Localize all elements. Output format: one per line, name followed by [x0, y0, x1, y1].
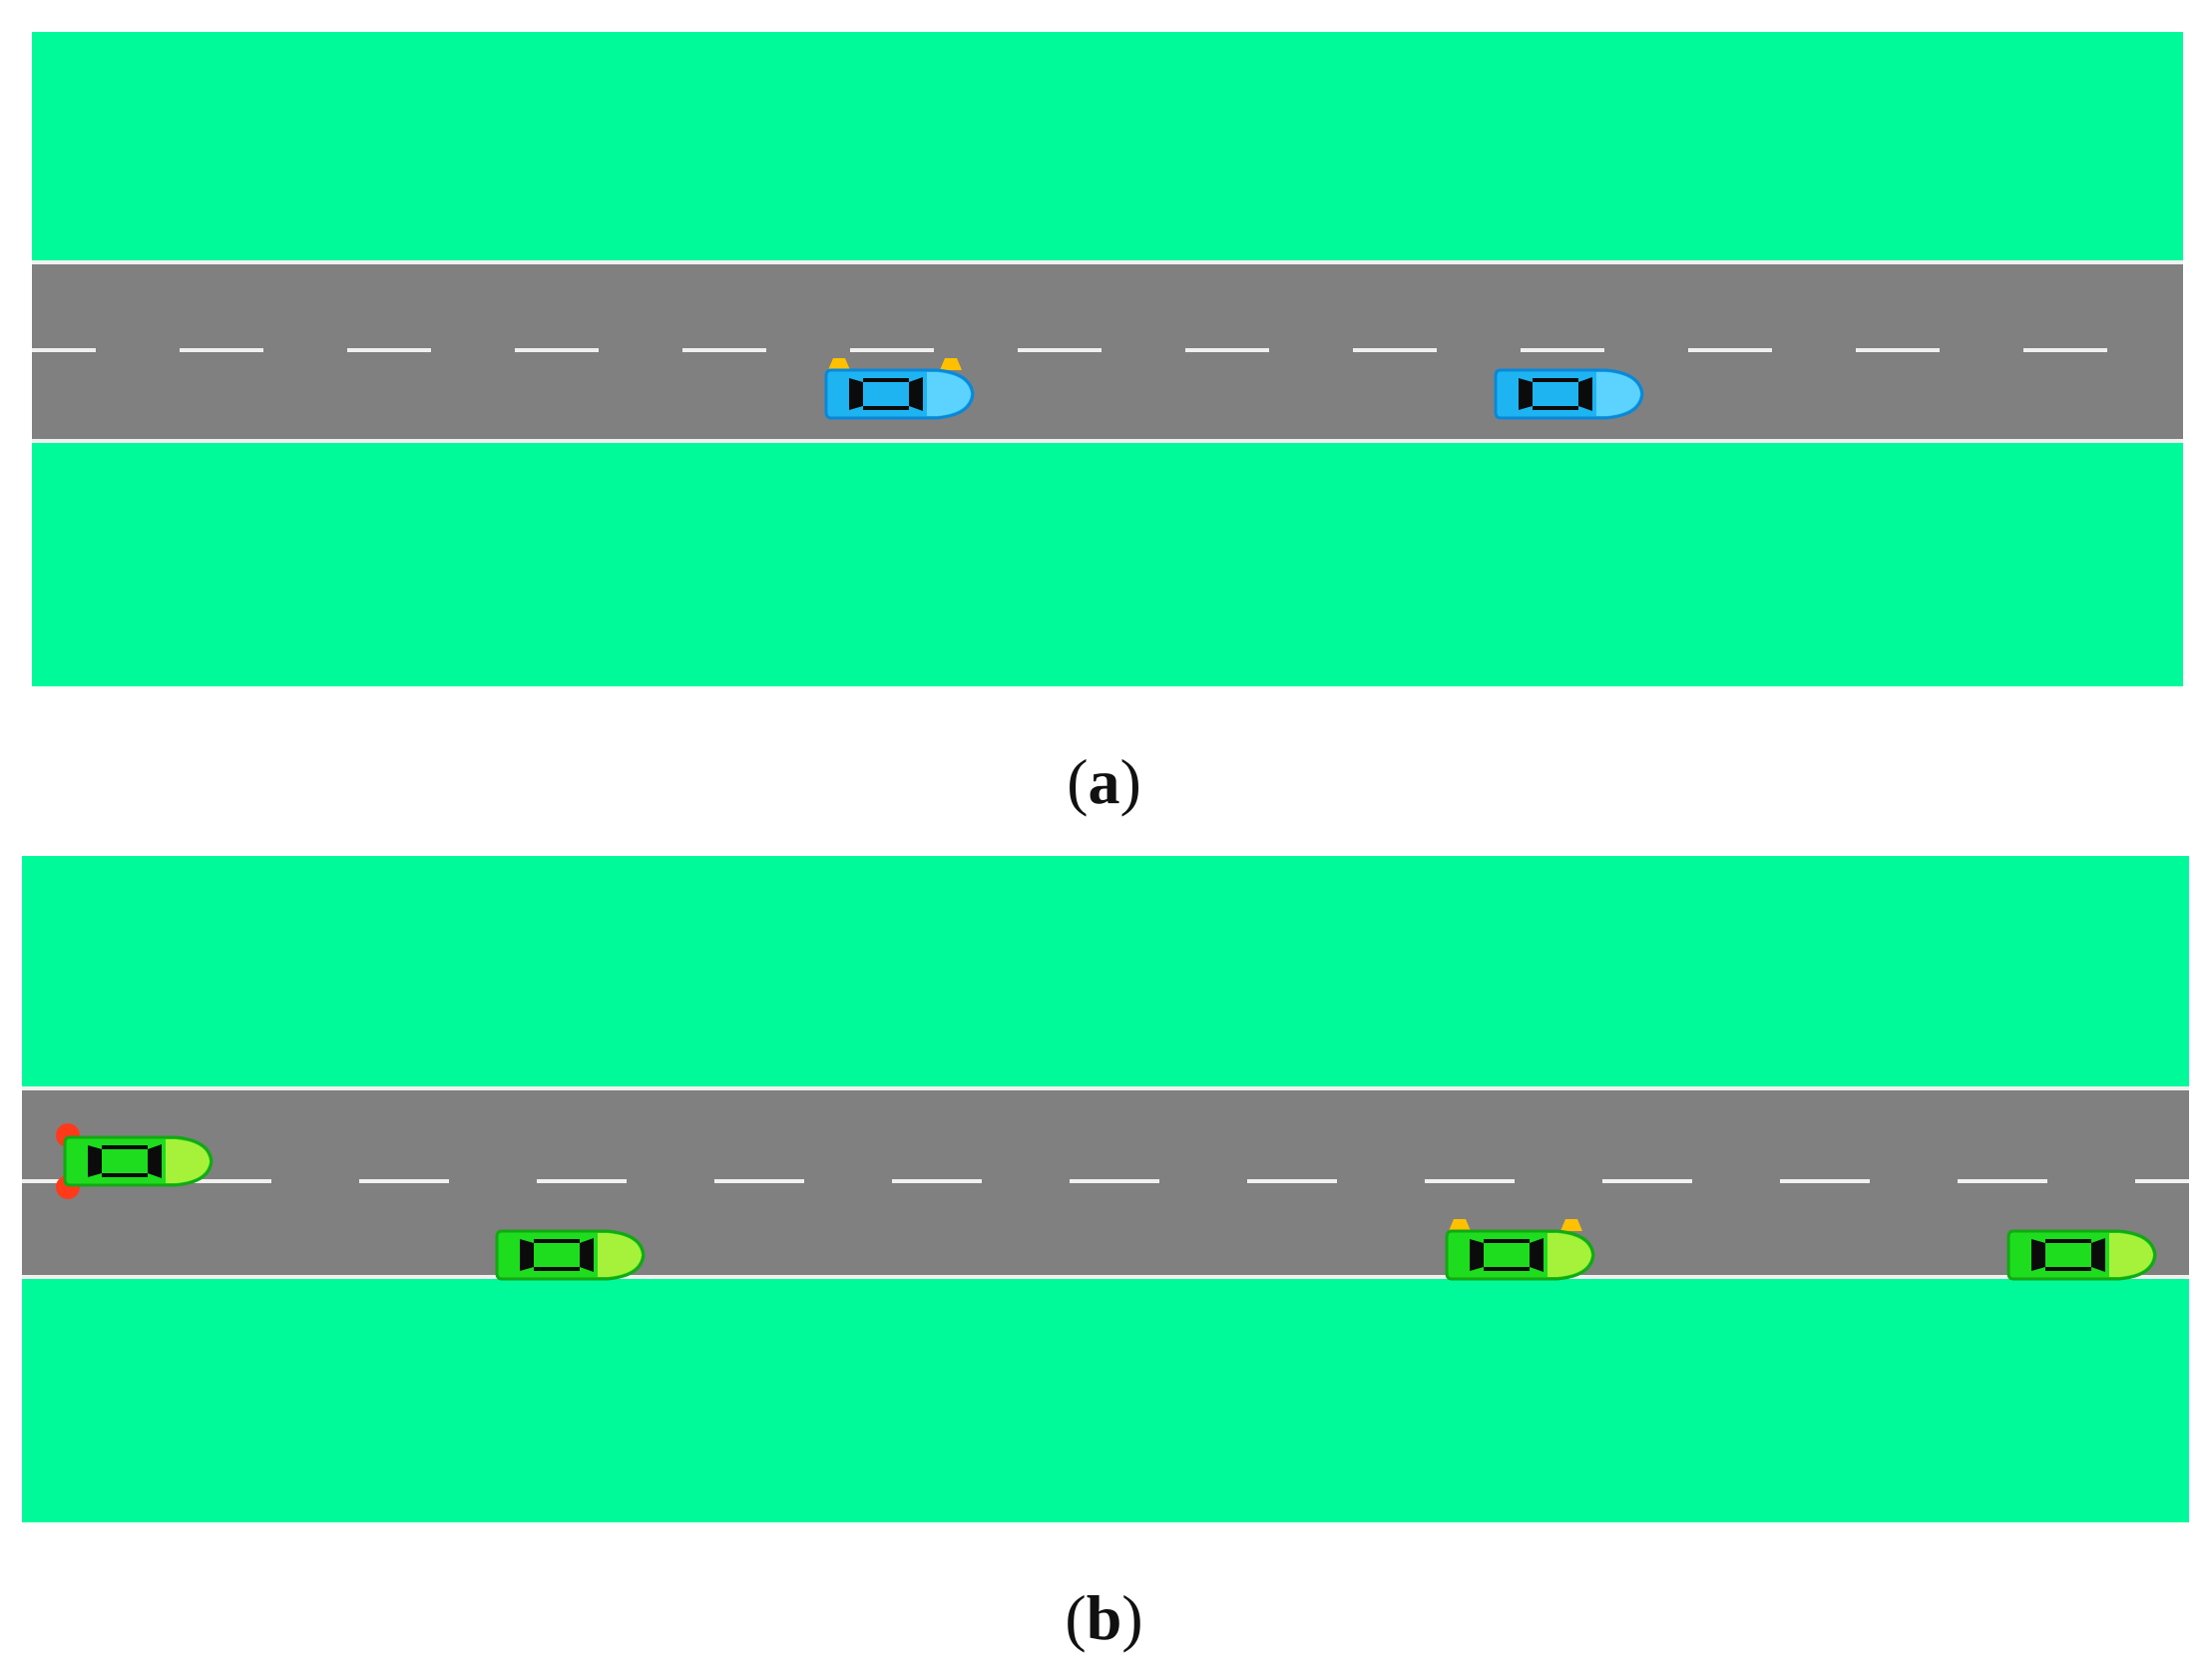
car: [824, 358, 975, 420]
lane-dash: [1353, 348, 1437, 352]
car-rear-window: [88, 1145, 102, 1177]
scene-panel-b: [22, 856, 2189, 1522]
car: [56, 1123, 214, 1199]
lane-dash: [515, 348, 599, 352]
car-rear-window: [1470, 1239, 1484, 1271]
lane-dash: [347, 348, 431, 352]
lane-dash: [1070, 1179, 1159, 1183]
lane-divider: [22, 1179, 2189, 1183]
lane-dash: [892, 1179, 982, 1183]
car-hood: [598, 1233, 642, 1277]
car-windshield: [1530, 1238, 1544, 1272]
lane-dash: [1018, 348, 1102, 352]
lane-dash: [682, 348, 766, 352]
lane-dash: [1521, 348, 1604, 352]
car: [2006, 1229, 2157, 1281]
car: [1445, 1219, 1595, 1281]
car-side-window: [102, 1145, 148, 1149]
car-rear-window: [520, 1239, 534, 1271]
lane-divider: [32, 348, 2107, 352]
car-side-window: [863, 378, 909, 382]
lane-dash: [850, 348, 934, 352]
lane-dash: [1688, 348, 1772, 352]
lane-dash: [180, 348, 263, 352]
lane-dash: [32, 348, 96, 352]
lane-dash: [1780, 1179, 1870, 1183]
lane-dash: [1856, 348, 1940, 352]
grass-bottom: [32, 443, 2183, 686]
car-side-window: [1484, 1239, 1530, 1243]
car-side-window: [534, 1267, 580, 1271]
road-edge-top: [32, 260, 2183, 264]
car-side-window: [2045, 1267, 2091, 1271]
turn-signal-light: [1560, 1219, 1582, 1231]
car-hood: [1596, 372, 1640, 416]
lane-dash: [1425, 1179, 1515, 1183]
car-rear-window: [2031, 1239, 2045, 1271]
scene-panel-a: [32, 32, 2183, 686]
car-side-window: [534, 1239, 580, 1243]
car-windshield: [909, 377, 923, 411]
car-hood: [1547, 1233, 1591, 1277]
panel-caption-a: (a): [1067, 746, 1141, 817]
car-side-window: [2045, 1239, 2091, 1243]
panel-caption-b: (b): [1065, 1582, 1143, 1653]
car-side-window: [102, 1173, 148, 1177]
car-hood: [166, 1139, 210, 1183]
caption-letter: a: [1088, 746, 1120, 817]
lane-dash: [359, 1179, 449, 1183]
car: [495, 1229, 646, 1281]
car-side-window: [1533, 378, 1578, 382]
lane-dash: [714, 1179, 804, 1183]
car: [1494, 368, 1644, 420]
lane-dash: [1247, 1179, 1337, 1183]
caption-letter: b: [1086, 1582, 1122, 1653]
road-edge-top: [22, 1086, 2189, 1090]
car-windshield: [1578, 377, 1592, 411]
car-windshield: [580, 1238, 594, 1272]
car-hood: [2109, 1233, 2153, 1277]
road-edge-bottom: [22, 1275, 2189, 1279]
turn-signal-light: [940, 358, 962, 370]
car-side-window: [1484, 1267, 1530, 1271]
road-edge-bottom: [32, 439, 2183, 443]
grass-bottom: [22, 1279, 2189, 1522]
lane-dash: [1602, 1179, 1692, 1183]
car-rear-window: [1519, 378, 1533, 410]
lane-dash: [2135, 1179, 2189, 1183]
lane-dash: [182, 1179, 271, 1183]
car-hood: [927, 372, 971, 416]
lane-dash: [537, 1179, 627, 1183]
turn-signal-light: [1449, 1219, 1471, 1231]
grass-top: [22, 856, 2189, 1087]
car-rear-window: [849, 378, 863, 410]
grass-top: [32, 32, 2183, 261]
lane-dash: [1958, 1179, 2047, 1183]
lane-dash: [2023, 348, 2107, 352]
car-side-window: [863, 406, 909, 410]
turn-signal-light: [828, 358, 850, 370]
car-windshield: [148, 1144, 162, 1178]
car-windshield: [2091, 1238, 2105, 1272]
lane-dash: [1185, 348, 1269, 352]
car-side-window: [1533, 406, 1578, 410]
